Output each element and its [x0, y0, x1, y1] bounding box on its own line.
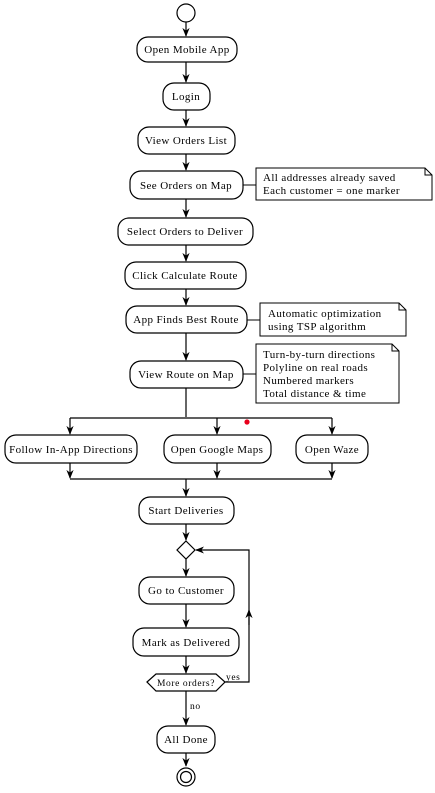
note-line: using TSP algorithm — [268, 321, 366, 333]
note-line: Each customer = one marker — [263, 185, 400, 197]
activity-start-deliveries: Start Deliveries — [138, 496, 235, 525]
activity-label: View Route on Map — [138, 369, 234, 381]
activity-label: Follow In-App Directions — [9, 444, 133, 456]
decision-label: More orders? — [157, 679, 215, 689]
activity-label: App Finds Best Route — [133, 314, 238, 326]
activity-label: Login — [172, 91, 200, 103]
activity-app-finds-best-route: App Finds Best Route — [125, 305, 248, 334]
activity-login: Login — [162, 82, 211, 111]
activity-mark-as-delivered: Mark as Delivered — [132, 627, 240, 657]
activity-select-orders: Select Orders to Deliver — [117, 217, 254, 246]
start-node — [176, 3, 196, 23]
activity-view-route-on-map: View Route on Map — [129, 360, 244, 389]
no-label: no — [190, 702, 201, 712]
note-line: Automatic optimization — [268, 308, 382, 320]
activity-label: Start Deliveries — [148, 505, 223, 517]
activity-label: Click Calculate Route — [132, 270, 238, 282]
activity-label: Open Mobile App — [144, 44, 230, 56]
note-line: Total distance & time — [263, 388, 366, 400]
decision-more-orders: More orders? — [146, 673, 226, 692]
note-view-route: Turn-by-turn directions Polyline on real… — [243, 343, 400, 404]
activity-label: See Orders on Map — [140, 180, 232, 192]
activity-label: Mark as Delivered — [142, 637, 231, 649]
note-route: Automatic optimization using TSP algorit… — [247, 302, 407, 337]
activity-label: Go to Customer — [148, 585, 224, 597]
activity-open-mobile-app: Open Mobile App — [136, 36, 238, 63]
activity-label: Open Waze — [305, 444, 359, 456]
activity-all-done: All Done — [156, 725, 216, 754]
note-map: All addresses already saved Each custome… — [243, 167, 433, 201]
note-line: All addresses already saved — [263, 172, 396, 184]
activity-label: Open Google Maps — [171, 444, 264, 456]
activity-view-orders-list: View Orders List — [137, 126, 236, 155]
activity-label: All Done — [164, 734, 208, 746]
activity-open-google-maps: Open Google Maps — [163, 434, 272, 464]
merge-diamond — [176, 540, 196, 560]
note-line: Numbered markers — [263, 375, 354, 387]
flow-connectors — [66, 22, 336, 767]
note-line: Turn-by-turn directions — [263, 349, 375, 361]
activity-open-waze: Open Waze — [295, 434, 369, 464]
activity-label: Select Orders to Deliver — [127, 226, 243, 238]
activity-label: View Orders List — [145, 135, 227, 147]
activity-see-orders-on-map: See Orders on Map — [129, 170, 244, 200]
activity-go-to-customer: Go to Customer — [138, 576, 235, 605]
activity-click-calculate-route: Click Calculate Route — [124, 261, 247, 290]
red-dot-marker — [244, 419, 250, 425]
end-node — [176, 767, 196, 787]
yes-label: yes — [226, 673, 240, 683]
activity-follow-in-app-directions: Follow In-App Directions — [4, 434, 138, 464]
note-line: Polyline on real roads — [263, 362, 368, 374]
